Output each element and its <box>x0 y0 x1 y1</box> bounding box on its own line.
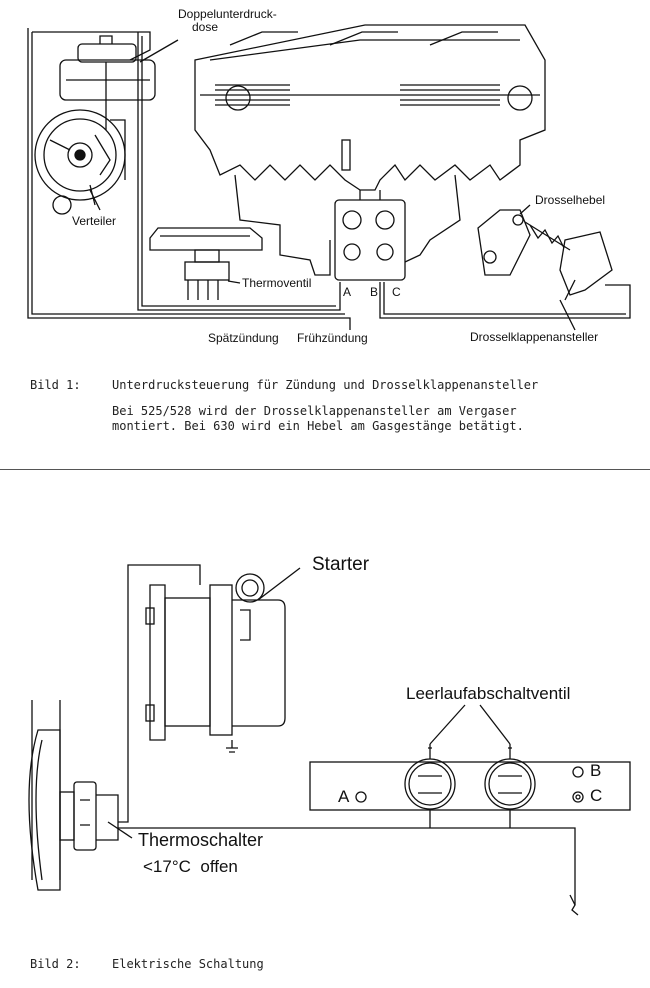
hose-spaetzuendung <box>27 28 351 330</box>
label-leerlaufabschaltventil: Leerlaufabschaltventil <box>406 684 571 703</box>
vergaser <box>334 199 406 281</box>
caption1-line2: Bei 525/528 wird der Drosselklappenanste… <box>112 404 517 418</box>
starter-assembly <box>145 573 286 753</box>
figure1-vacuum-diagram <box>27 24 631 331</box>
label-port-c-fig2: C <box>590 786 603 805</box>
leerlaufabschaltventil-1 <box>404 744 456 828</box>
label-doppelunterdruckdose-line2: dose <box>192 20 219 34</box>
ground-symbol <box>569 894 579 916</box>
caption2-title: Elektrische Schaltung <box>112 957 264 971</box>
thermoschalter-assembly <box>28 700 119 891</box>
label-fruehzuendung: Frühzündung <box>297 331 368 345</box>
label-temp-condition: <17°C offen <box>143 857 238 876</box>
label-verteiler: Verteiler <box>72 214 117 228</box>
caption1-title: Unterdrucksteuerung für Zündung und Dros… <box>112 378 539 392</box>
caption1-number: Bild 1: <box>30 378 81 392</box>
label-spaetzuendung: Spätzündung <box>208 331 279 345</box>
label-doppelunterdruckdose-line1: Doppelunterdruck- <box>178 7 277 21</box>
section-divider <box>0 469 650 470</box>
hose-drosselklappenansteller <box>379 282 631 319</box>
hose-fruehzuendung <box>137 32 341 311</box>
carburettor-plate <box>309 761 631 811</box>
caption1-line3: montiert. Bei 630 wird ein Hebel am Gasg… <box>112 419 524 433</box>
label-port-b-fig1: B <box>370 285 379 299</box>
drosselklappenansteller-assembly <box>477 209 613 301</box>
label-thermoventil: Thermoventil <box>242 276 312 290</box>
caption2-number: Bild 2: <box>30 957 81 971</box>
verteiler-assembly <box>34 35 156 215</box>
label-port-a-fig2: A <box>338 787 350 806</box>
label-drosselklappenansteller: Drosselklappenansteller <box>470 330 599 344</box>
label-doppelunterdruckdose: Doppelunterdruck- dose <box>178 8 277 34</box>
label-port-a-fig1: A <box>343 285 352 299</box>
thermoventil-assembly <box>149 227 263 300</box>
label-starter: Starter <box>312 554 370 575</box>
label-thermoschalter: Thermoschalter <box>138 830 264 850</box>
label-port-b-fig2: B <box>590 761 602 780</box>
leerlaufabschaltventil-2 <box>484 744 536 828</box>
label-drosselhebel: Drosselhebel <box>535 193 606 207</box>
label-port-c-fig1: C <box>392 285 401 299</box>
engine-block <box>194 24 546 281</box>
